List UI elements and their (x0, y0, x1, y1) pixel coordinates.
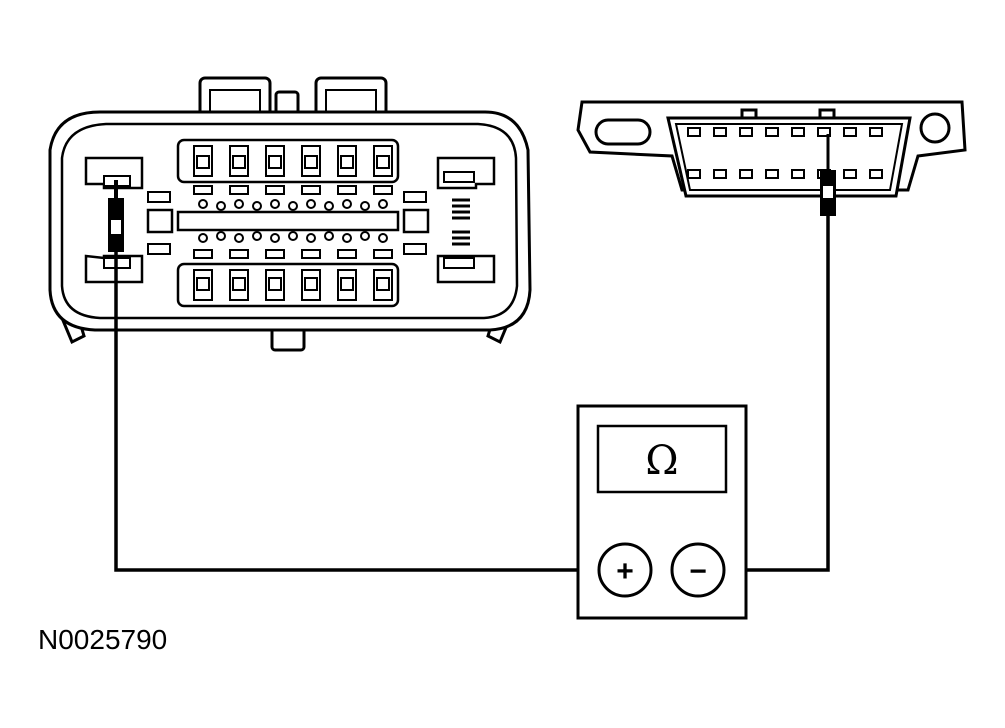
dlc-pin (791, 127, 805, 137)
dlc-pin (765, 169, 779, 179)
meter-positive-label: + (616, 555, 634, 588)
dlc-pin (687, 127, 701, 137)
ohmmeter: Ω + − (576, 404, 748, 620)
lead-negative (724, 216, 830, 572)
dlc-pins (687, 127, 883, 179)
dlc-mount-hole (919, 112, 951, 144)
dlc-pin (687, 169, 701, 179)
dlc-pin (713, 169, 727, 179)
figure-reference-id: N0025790 (38, 624, 168, 655)
test-leads (114, 216, 830, 572)
lead-positive (114, 252, 598, 572)
dlc-pin (739, 169, 753, 179)
connector-pins (193, 145, 393, 301)
meter-negative-label: − (689, 555, 707, 588)
dlc-pin (791, 169, 805, 179)
dlc-pin (843, 169, 857, 179)
dlc-pin (869, 169, 883, 179)
meter-display (596, 424, 728, 494)
meter-negative-terminal (670, 542, 726, 598)
dlc-pin (869, 127, 883, 137)
dlc-pin (713, 127, 727, 137)
dlc-pin (843, 127, 857, 137)
probe-left (108, 180, 124, 252)
dlc-pin (817, 127, 831, 137)
meter-display-symbol: Ω (645, 438, 678, 484)
meter-positive-terminal (597, 542, 653, 598)
dlc-pin (739, 127, 753, 137)
connector-vents (452, 198, 470, 246)
probe-right (820, 134, 836, 216)
dlc-pin (765, 127, 779, 137)
data-link-connector (576, 100, 967, 198)
